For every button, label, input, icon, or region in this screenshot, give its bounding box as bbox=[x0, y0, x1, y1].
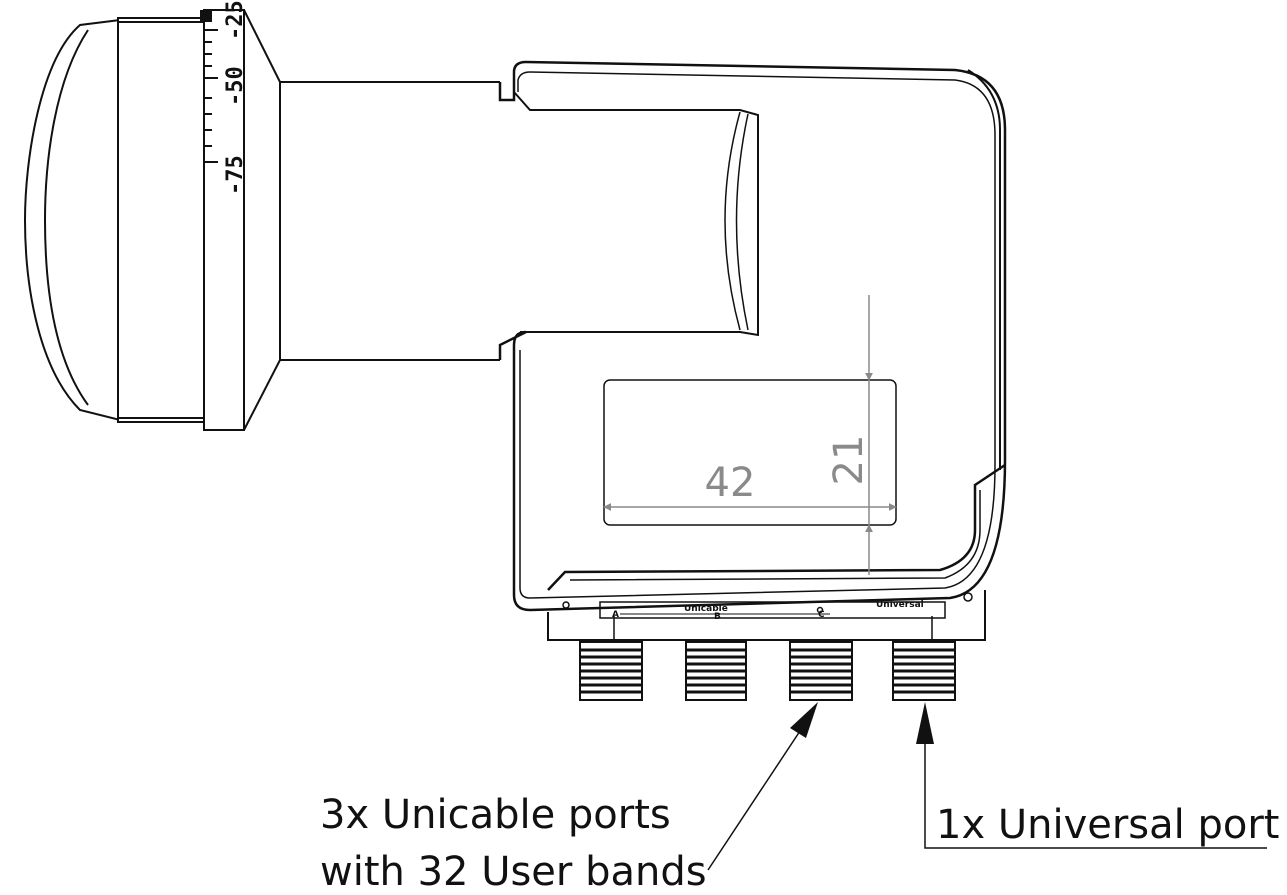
port-label-strip bbox=[547, 590, 986, 641]
callout-unicable-line2: with 32 User bands bbox=[320, 849, 707, 895]
callout-universal: 1x Universal port bbox=[936, 802, 1279, 848]
label-strip-universal: Universal bbox=[876, 600, 924, 610]
scale-labels: -75 -50 -25 bbox=[223, 0, 248, 195]
dimension-width: 42 bbox=[603, 460, 897, 511]
dimension-height-value: 21 bbox=[826, 435, 872, 486]
skew-scale-ring bbox=[200, 9, 281, 431]
f-connector-4-universal bbox=[892, 641, 956, 701]
f-connector-1 bbox=[579, 641, 643, 701]
dimension-width-value: 42 bbox=[705, 460, 756, 506]
f-connector-2 bbox=[685, 641, 747, 701]
scale-label-minus50: -50 bbox=[223, 66, 248, 106]
callout-universal-leader bbox=[916, 702, 1267, 849]
feedhorn-dome bbox=[23, 17, 205, 423]
lnb-housing bbox=[498, 60, 1007, 612]
label-recess bbox=[603, 379, 897, 526]
scale-label-minus75: -75 bbox=[223, 155, 248, 195]
port-mark-b: B bbox=[714, 612, 721, 622]
callout-unicable-leader bbox=[707, 702, 818, 871]
label-strip-unicable: Unicable bbox=[684, 604, 728, 614]
port-mark-a: A bbox=[612, 610, 619, 620]
callout-unicable-line1: 3x Unicable ports bbox=[320, 792, 671, 838]
port-mark-c: C bbox=[818, 610, 825, 620]
f-connector-3 bbox=[789, 641, 853, 701]
lnb-neck bbox=[280, 81, 500, 361]
scale-label-minus25: -25 bbox=[223, 0, 248, 40]
dimension-height: 21 bbox=[826, 295, 873, 575]
